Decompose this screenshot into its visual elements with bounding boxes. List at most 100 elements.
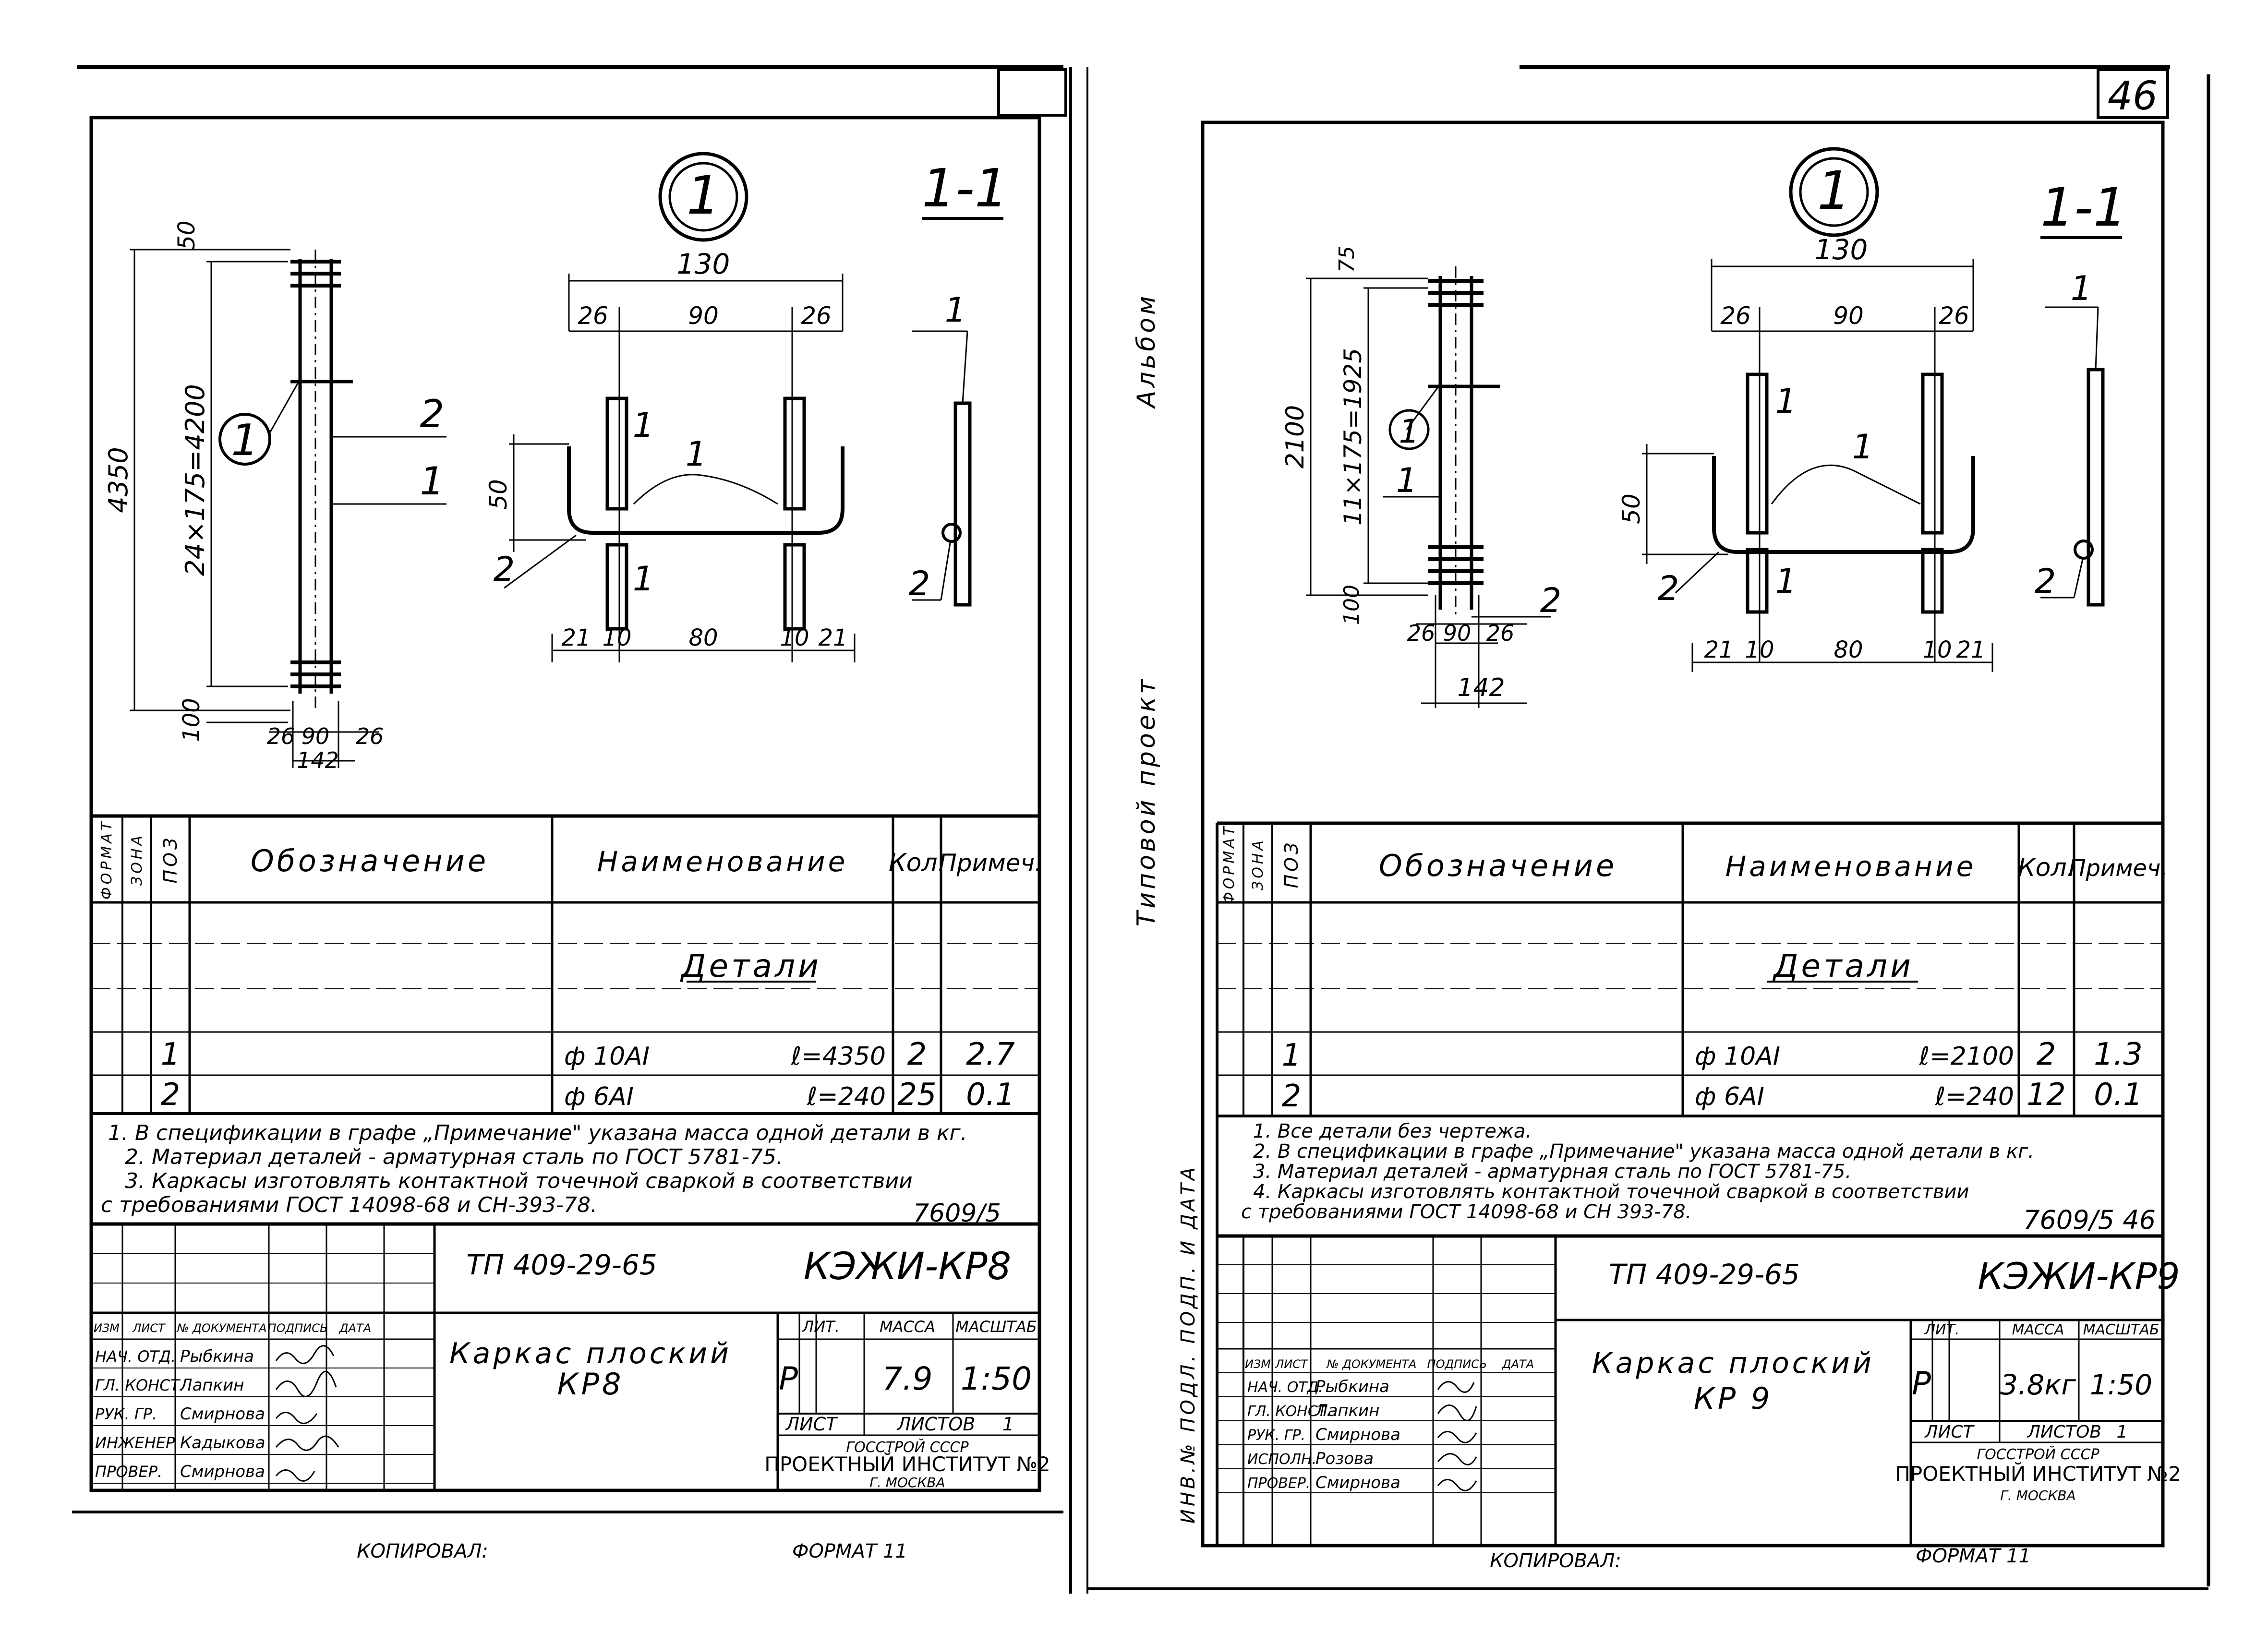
right-sheet: 1 1-1: [1201, 120, 2181, 1572]
right-person-role-1: НАЧ. ОТД.: [1247, 1379, 1323, 1396]
left-elev-mark-1: 1: [420, 459, 445, 504]
left-hdr-date: ДАТА: [339, 1321, 371, 1335]
right-dim-b10a: 10: [1745, 636, 1774, 663]
right-hdr-fmt: ФОРМАТ: [1221, 824, 1238, 904]
left-dim-top: 50: [173, 220, 200, 250]
right-spec-section: Детали: [1772, 948, 1914, 984]
right-person-role-3: РУК. ГР.: [1247, 1427, 1305, 1444]
right-dim-b10b: 10: [1922, 636, 1952, 663]
right-hdr-qty: Кол.: [2018, 853, 2075, 882]
left-hdr-doc: № ДОКУМЕНТА: [176, 1321, 267, 1335]
right-dim-s130: 130: [1815, 233, 1868, 266]
right-frame: [1201, 120, 2165, 1548]
right-person-name-1: Рыбкина: [1315, 1377, 1389, 1396]
left-dim-b21b: 21: [818, 624, 847, 651]
right-row2-name: ф 6АI: [1695, 1082, 1764, 1111]
right-cut-mark-top: 1: [1775, 382, 1797, 421]
left-row1-name: ф 10АI: [564, 1042, 650, 1071]
right-dim-s26a: 26: [1720, 302, 1751, 330]
right-hdr-doc: № ДОКУМЕНТА: [1326, 1357, 1417, 1371]
right-hdr-scale: МАСШТАБ: [2083, 1321, 2159, 1338]
right-row1-note: 1.3: [2094, 1037, 2143, 1072]
left-dim-s90: 90: [688, 302, 719, 330]
right-hdr-pos: ПОЗ: [1281, 840, 1302, 888]
left-hdr-list: ЛИСТ: [132, 1321, 166, 1335]
left-dim-spacing: 24×175=4200: [180, 384, 210, 576]
right-sheets-value: 1: [2117, 1422, 2128, 1442]
corner-box-left: [997, 68, 1067, 117]
right-dim-bottom: 100: [1339, 585, 1364, 625]
left-hdr-designation: Обозначение: [251, 843, 489, 878]
left-org-3: Г. МОСКВА: [869, 1475, 945, 1490]
right-mass: 3.8кг: [2000, 1368, 2076, 1401]
left-sheets-value: 1: [1002, 1414, 1014, 1435]
right-org-3: Г. МОСКВА: [2000, 1488, 2075, 1503]
left-spec-grid: [91, 814, 1039, 1115]
right-hdr-designation: Обозначение: [1379, 848, 1617, 883]
right-dim-w26a: 26: [1407, 620, 1436, 646]
right-side-mark-2: 2: [2035, 562, 2056, 601]
left-person-name-3: Смирнова: [180, 1404, 265, 1424]
left-row2-name: ф 6АI: [564, 1082, 634, 1111]
left-signatures: [275, 1345, 339, 1482]
right-dim-w26b: 26: [1486, 620, 1515, 646]
right-person-role-4: ИСПОЛН.: [1247, 1451, 1316, 1468]
left-cut-mark-top: 1: [633, 406, 654, 445]
right-title-1: Каркас плоский: [1592, 1346, 1874, 1380]
right-title-2: КР 9: [1694, 1381, 1773, 1416]
right-person-role-5: ПРОВЕР.: [1247, 1475, 1310, 1492]
right-elev-mark-2: 2: [1540, 581, 1562, 620]
right-person-name-2: Лапкин: [1315, 1401, 1380, 1420]
right-section-view: [1642, 259, 1993, 672]
left-org-1: ГОССТРОЙ СССР: [846, 1439, 969, 1456]
left-hdr-sheets: ЛИСТОВ: [896, 1414, 976, 1435]
left-person-role-2: ГЛ. КОНСТ.: [95, 1376, 184, 1394]
left-sec-mark-1: 1: [686, 434, 707, 474]
right-hdr-sign: ПОДПИСЬ: [1427, 1357, 1487, 1371]
left-row2-length: ℓ=240: [807, 1082, 886, 1111]
left-section-label: 1-1: [922, 157, 1008, 219]
right-person-name-5: Смирнова: [1315, 1473, 1400, 1492]
left-footer-format: ФОРМАТ 11: [792, 1540, 907, 1562]
right-signatures: [1437, 1381, 1477, 1491]
right-dim-s50: 50: [1617, 493, 1645, 524]
left-dim-w26a: 26: [267, 723, 295, 749]
right-row2-note: 0.1: [2094, 1077, 2143, 1113]
left-person-role-5: ПРОВЕР.: [95, 1463, 162, 1481]
left-person-role-3: РУК. ГР.: [95, 1405, 157, 1423]
left-hdr-sheet: ЛИСТ: [785, 1414, 839, 1435]
left-scale: 1:50: [961, 1360, 1032, 1397]
right-note-3: 3. Материал деталей - арматурная сталь п…: [1253, 1161, 1851, 1183]
left-hdr-zone: ЗОНА: [129, 833, 145, 886]
right-row2-pos: 2: [1282, 1079, 1302, 1114]
left-person-name-2: Лапкин: [179, 1376, 244, 1395]
right-org-1: ГОССТРОЙ СССР: [1977, 1446, 2099, 1463]
project-label: Типовой проект: [1132, 677, 1161, 927]
right-side-view: [2040, 306, 2105, 607]
left-hdr-qty: Кол.: [889, 849, 946, 877]
left-lit: Р: [779, 1360, 798, 1397]
right-dim-total: 2100: [1281, 405, 1310, 468]
left-frame: [89, 116, 1041, 1492]
left-side-view: [912, 330, 972, 607]
right-footer-copied: КОПИРОВАЛ:: [1490, 1550, 1621, 1572]
right-title-block: [1217, 1234, 2163, 1546]
left-callout-number: 1: [687, 165, 720, 226]
right-hdr-note: Примеч.: [2068, 855, 2168, 882]
left-mass: 7.9: [882, 1360, 933, 1397]
right-note-5: с требованиями ГОСТ 14098-68 и СН 393-78…: [1241, 1201, 1691, 1223]
left-doc-code: ТП 409-29-65: [466, 1248, 657, 1281]
left-dim-w142: 142: [297, 747, 339, 773]
sheet-number: 46: [2108, 73, 2158, 119]
left-footer-copied: КОПИРОВАЛ:: [357, 1540, 488, 1562]
left-title-2: КР8: [557, 1367, 624, 1402]
left-dim-s130: 130: [677, 248, 730, 280]
left-row2-pos: 2: [161, 1077, 181, 1113]
left-row1-pos: 1: [161, 1037, 181, 1072]
right-row1-qty: 2: [2037, 1037, 2056, 1072]
right-org-2: ПРОЕКТНЫЙ ИНСТИТУТ №2: [1895, 1462, 2181, 1486]
sheet-frame: [72, 65, 2210, 1594]
right-hdr-date: ДАТА: [1502, 1357, 1534, 1371]
right-dim-b21a: 21: [1704, 636, 1733, 663]
